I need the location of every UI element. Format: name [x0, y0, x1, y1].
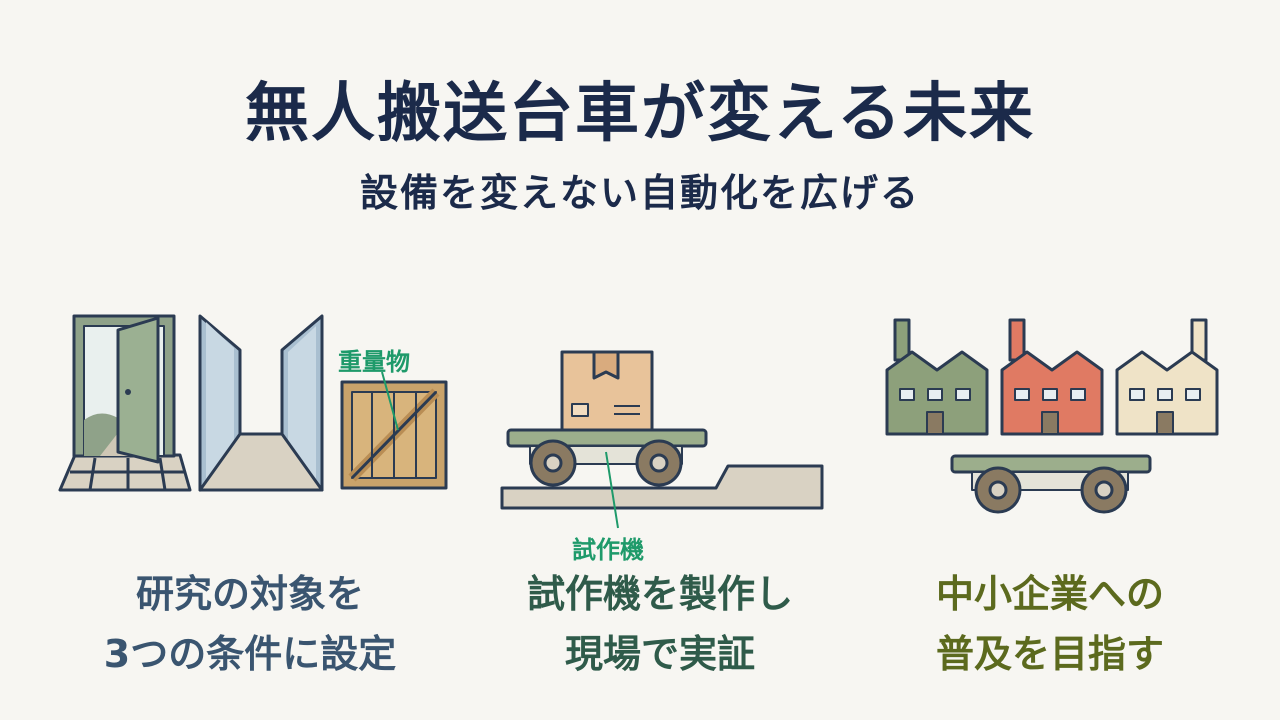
caption-line: 普及を目指す [935, 632, 1164, 676]
flatbed-cart-icon [950, 454, 1152, 514]
factory-cream-icon [1115, 318, 1219, 436]
caption-line: 3つの条件に設定 [103, 632, 397, 676]
heavy-crate-icon [340, 380, 448, 490]
factory-red-icon [1000, 318, 1104, 436]
step-floor-icon [500, 464, 824, 510]
caption-research-target: 研究の対象を 3つの条件に設定 [70, 564, 430, 684]
caption-line: 中小企業への [935, 572, 1164, 616]
page-title: 無人搬送台車が変える未来 [244, 77, 1036, 151]
page-subtitle: 設備を変えない自動化を広げる [359, 171, 920, 215]
heavy-callout-label: 重量物 [338, 348, 410, 376]
prototype-callout-label: 試作機 [572, 536, 644, 564]
factory-green-icon [885, 318, 989, 436]
prototype-callout-line [605, 451, 619, 529]
caption-line: 試作機を製作し [526, 572, 793, 616]
caption-line: 研究の対象を [135, 572, 364, 616]
corridor-icon [198, 314, 324, 492]
heavy-callout-line [381, 371, 399, 431]
caption-line: 現場で実証 [564, 632, 755, 676]
prototype-cart-icon [506, 350, 708, 487]
caption-sme-adoption: 中小企業への 普及を目指す [870, 564, 1230, 684]
caption-prototype-demo: 試作機を製作し 現場で実証 [480, 564, 840, 684]
door-icon [58, 314, 192, 492]
